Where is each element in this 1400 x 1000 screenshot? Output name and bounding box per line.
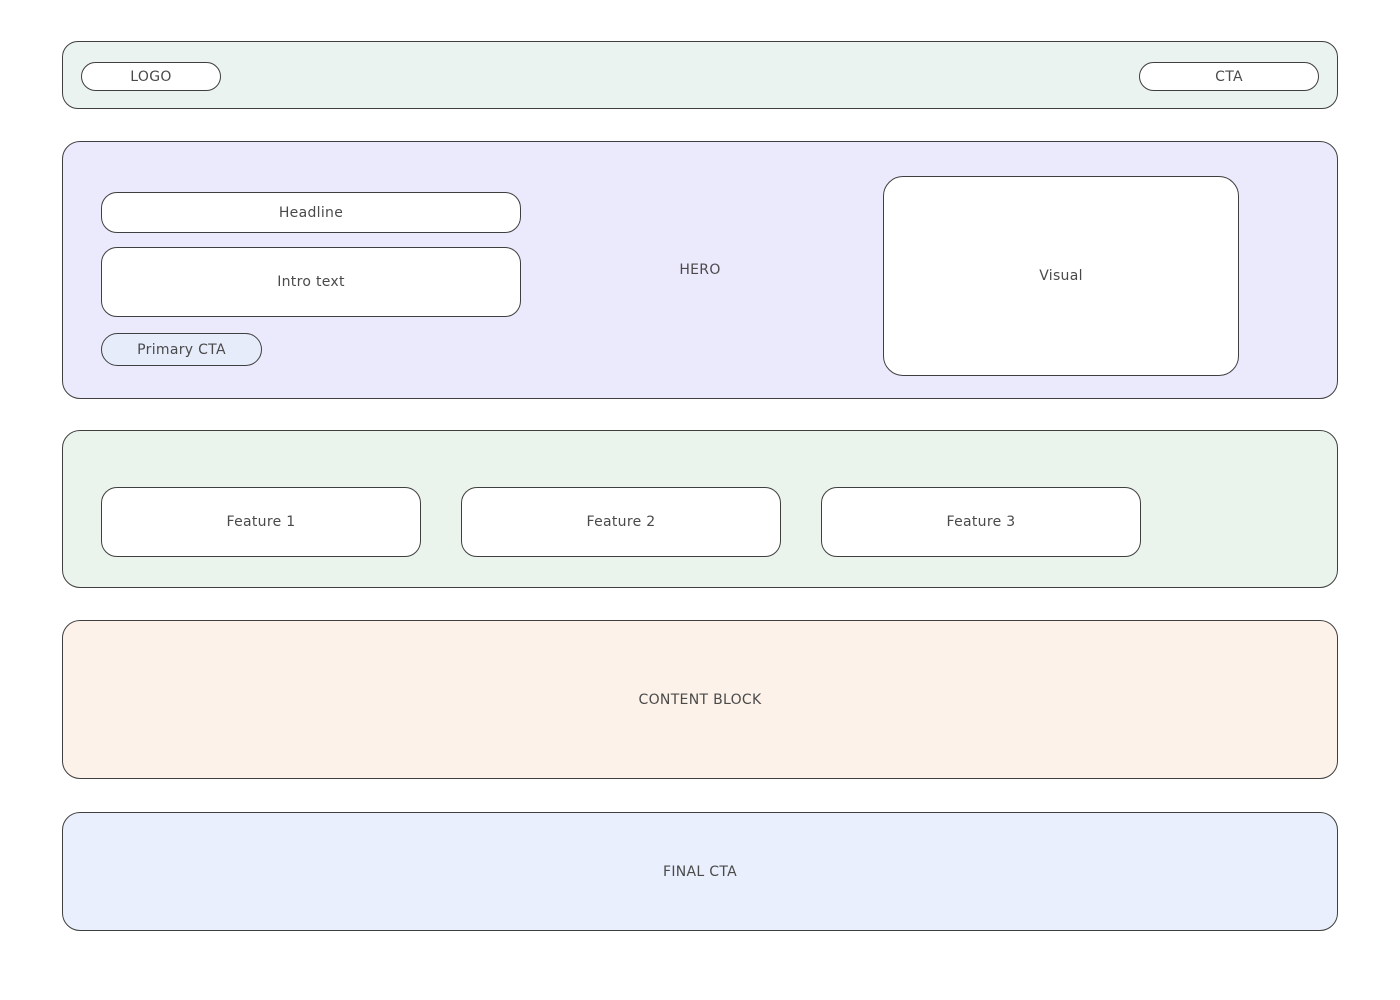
- features-section: Feature 1 Feature 2 Feature 3: [62, 430, 1338, 588]
- header-cta-label: CTA: [1215, 68, 1243, 85]
- feature-card-3: Feature 3: [821, 487, 1141, 557]
- feature-2-label: Feature 2: [586, 514, 656, 530]
- hero-section: HERO Headline Intro text Primary CTA Vis…: [62, 141, 1338, 399]
- content-block-caption: CONTENT BLOCK: [638, 691, 762, 708]
- feature-1-label: Feature 1: [226, 514, 296, 530]
- logo-pill[interactable]: LOGO: [81, 62, 221, 91]
- intro-text-placeholder: Intro text: [101, 247, 521, 317]
- hero-visual-label: Visual: [1039, 268, 1083, 284]
- intro-text-label: Intro text: [277, 274, 345, 290]
- feature-card-2: Feature 2: [461, 487, 781, 557]
- final-cta-section[interactable]: FINAL CTA: [62, 812, 1338, 931]
- header-bar: LOGO CTA: [62, 41, 1338, 109]
- hero-section-caption: HERO: [679, 262, 721, 278]
- headline-label: Headline: [278, 204, 344, 221]
- feature-card-1: Feature 1: [101, 487, 421, 557]
- content-block-section: CONTENT BLOCK: [62, 620, 1338, 779]
- feature-3-label: Feature 3: [946, 514, 1016, 530]
- primary-cta-label: Primary CTA: [137, 341, 226, 358]
- headline-placeholder: Headline: [101, 192, 521, 233]
- logo-label: LOGO: [130, 68, 172, 85]
- primary-cta-button[interactable]: Primary CTA: [101, 333, 262, 366]
- final-cta-caption: FINAL CTA: [663, 863, 737, 880]
- header-cta-button[interactable]: CTA: [1139, 62, 1319, 91]
- hero-visual-placeholder: Visual: [883, 176, 1239, 376]
